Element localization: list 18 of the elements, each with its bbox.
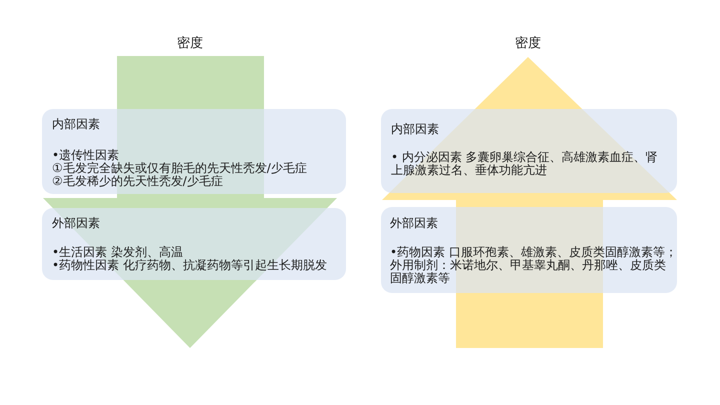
card-heading: 内部因素 (52, 118, 101, 131)
card-text: •药物因素 口服环孢素、雄激素、皮质类固醇激素等； (390, 246, 677, 259)
card-text: •生活因素 染发剂、高温 (52, 246, 184, 259)
info-card (42, 208, 346, 280)
info-card (42, 109, 346, 194)
card-text: 外用制剂：米诺地尔、甲基睾丸酮、丹那唑、皮质类固醇激素等 (390, 259, 667, 285)
card-text: ②毛发稀少的先天性秃发/少毛症 (52, 175, 224, 188)
arrow-label: 密度 (515, 36, 541, 52)
card-heading: 外部因素 (390, 217, 439, 230)
card-text: •遗传性因素 (52, 149, 120, 162)
card-heading: 内部因素 (391, 123, 440, 136)
card-heading: 外部因素 (52, 217, 101, 230)
info-card (381, 109, 677, 193)
arrow-label: 密度 (177, 36, 203, 52)
card-text: • 内分泌因素 多囊卵巢综合征、高雄激素血症、肾上腺激素过名、垂体功能亢进 (391, 151, 659, 177)
card-text: ①毛发完全缺失或仅有胎毛的先天性秃发/少毛症 (52, 162, 308, 175)
card-text: •药物性因素 化疗药物、抗凝药物等引起生长期脱发 (52, 259, 328, 272)
info-card (381, 207, 677, 293)
